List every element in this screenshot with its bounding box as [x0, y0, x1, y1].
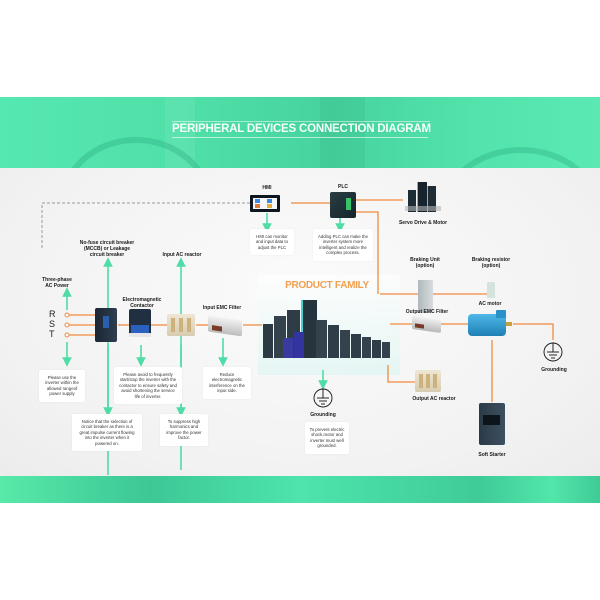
inverter	[351, 334, 361, 358]
inverter	[316, 320, 327, 358]
breaker-device[interactable]	[95, 308, 117, 342]
hmi-screen-icon	[267, 199, 272, 203]
motor-grounding-label: Grounding	[541, 367, 567, 373]
ac-motor-device[interactable]	[468, 310, 512, 340]
banner-decoration	[320, 97, 365, 168]
motor-body	[468, 314, 506, 336]
hmi-note: HMI can monitor and input data to adjust…	[250, 229, 294, 256]
braking-resistor-label-line: (option)	[481, 263, 501, 269]
coil	[171, 318, 175, 332]
grounding-note: To prevent electric shock,motor and inve…	[305, 422, 349, 454]
breaker-label-line: circuit breaker	[89, 252, 125, 258]
coil	[187, 318, 191, 332]
output-ac-reactor-label: Output AC reactor	[412, 396, 456, 402]
plc-device[interactable]	[330, 192, 356, 218]
input-ac-reactor-note: To suppress high harmonics and improve t…	[160, 414, 208, 446]
servo-unit	[417, 182, 427, 212]
servo-drive-device[interactable]	[405, 180, 441, 214]
input-emc-filter-label: Input EMC Filter	[202, 305, 242, 311]
inverter	[362, 337, 371, 358]
hmi-screen-icon	[255, 199, 260, 203]
braking-unit-label-line: (option)	[415, 263, 435, 269]
control-dashed-line	[41, 202, 250, 248]
phase-r-label: R	[49, 309, 56, 319]
contactor-device[interactable]	[129, 309, 151, 337]
output-emc-filter-label: Output EMC Filter	[405, 309, 449, 315]
three-phase-power-label: Three-phase AC Power	[42, 277, 72, 289]
product-family-inverters[interactable]	[258, 300, 398, 362]
breaker-label-line: (MCCB) or Leakage	[83, 246, 131, 252]
input-ac-reactor-device[interactable]	[167, 314, 195, 336]
inverter	[328, 325, 339, 358]
contactor-label-line: Contactor	[130, 303, 154, 309]
input-emc-filter-note: Reduce electromagnetic interference on t…	[203, 367, 251, 399]
grounding-label: Grounding	[310, 412, 336, 418]
braking-resistor-device[interactable]	[487, 282, 495, 298]
inverter	[263, 324, 273, 358]
coil	[426, 374, 430, 388]
coil	[179, 318, 183, 332]
braking-unit-label-line: Braking Unit	[410, 257, 440, 263]
ac-motor-label: AC motor	[478, 301, 502, 307]
coil	[433, 374, 437, 388]
power-note: Please use the inverter within the allow…	[39, 370, 85, 402]
output-ac-reactor-device[interactable]	[415, 370, 441, 392]
contactor-base	[129, 333, 151, 337]
contactor-note: Please avoid to frequently start/stop th…	[114, 367, 182, 405]
servo-unit	[427, 186, 436, 212]
soft-starter-device[interactable]	[479, 403, 505, 445]
breaker-note: Notice that the selection of circuit bre…	[72, 414, 142, 452]
motor-terminal-box	[496, 310, 506, 318]
inverter	[372, 340, 381, 358]
hmi-screen-icon	[255, 204, 260, 208]
plc-indicator	[346, 198, 351, 210]
rst-terminals	[64, 312, 70, 338]
filter-terminals	[415, 323, 424, 329]
braking-resistor-label: Braking resistor (option)	[464, 257, 518, 269]
servo-motor	[405, 206, 441, 211]
inverter	[283, 338, 293, 358]
braking-unit-device[interactable]	[418, 280, 433, 313]
input-ac-reactor-label: Input AC reactor	[162, 252, 202, 258]
contactor-label-line: Electromagnetic	[122, 297, 162, 303]
soft-starter-display	[483, 415, 500, 425]
grounding-symbol-main	[313, 388, 333, 408]
servo-unit	[408, 190, 416, 212]
phase-t-label: T	[49, 329, 55, 339]
product-family-title: PRODUCT FAMILY	[285, 280, 369, 291]
phase-s-label: S	[49, 319, 56, 329]
page-title: PERIPHERAL DEVICES CONNECTION DIAGRAM	[172, 123, 431, 138]
header-banner	[0, 97, 600, 168]
hmi-device[interactable]	[250, 195, 280, 212]
inverter	[294, 332, 304, 358]
three-phase-wires	[68, 314, 95, 336]
filter-terminals	[212, 325, 222, 332]
hmi-screen	[253, 198, 277, 209]
braking-unit-label: Braking Unit (option)	[402, 257, 448, 269]
breaker-switch	[103, 316, 109, 328]
grounding-symbol-motor	[543, 342, 563, 362]
footer-banner	[0, 476, 600, 503]
contactor-buttons	[131, 325, 149, 333]
breaker-label-line: No-fuse circuit breaker	[79, 240, 135, 246]
inverter	[301, 300, 317, 358]
plc-label: PLC	[338, 184, 348, 190]
hmi-screen-icon	[267, 204, 272, 208]
inverter	[340, 330, 350, 358]
inverter	[382, 342, 390, 358]
breaker-label: No-fuse circuit breaker (MCCB) or Leakag…	[72, 240, 142, 258]
servo-label: Servo Drive & Motor	[398, 220, 448, 226]
plc-note: Adding PLC can make the inverter system …	[313, 229, 373, 261]
title-overline	[172, 121, 430, 122]
motor-shaft	[506, 322, 512, 326]
braking-resistor-label-line: Braking resistor	[471, 257, 511, 263]
contactor-label: Electromagnetic Contactor	[115, 297, 169, 309]
soft-starter-label: Soft Starter	[478, 452, 506, 458]
power-chain-wires	[118, 199, 554, 402]
hmi-label: HMI	[262, 185, 272, 191]
coil	[419, 374, 423, 388]
